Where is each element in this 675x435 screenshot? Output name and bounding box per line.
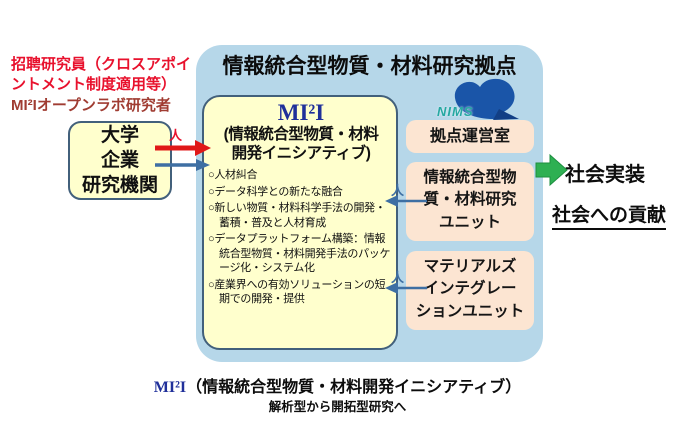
bottom-caption-line2: 解析型から開拓型研究へ [268, 400, 407, 414]
mi2i-subtitle-line2: 開発イニシアティブ) [231, 144, 371, 162]
invited-researchers-annotation: 招聘研究員（クロスアポイ ントメント制度適用等） MI²Iオープンラボ研究者 [11, 55, 213, 116]
mi2i-initiative-box: MI²I (情報統合型物質・材料 開発イニシアティブ) ○人材糾合 ○データ科学… [202, 95, 398, 350]
person-marker-unit2: 人 [391, 183, 405, 198]
hub-title: 情報統合型物質・材料研究拠点 [222, 55, 517, 78]
university-label: 大学 [100, 124, 139, 146]
external-organizations-box: 大学 企業 研究機関 [68, 121, 172, 200]
bottom-caption-line1: MI²I（情報統合型物質・材料開発イニシアティブ） [0, 373, 675, 397]
mi2i-bullet-4: ○データプラットフォーム構築：情報統合型物質・材料開発手法のパッケージ化・システ… [208, 233, 391, 275]
mi2i-activity-list: ○人材糾合 ○データ科学との新たな融合 ○新しい物質・材料科学手法の開発・蓄積・… [208, 168, 394, 307]
social-implementation-label: 社会実装 [565, 164, 645, 186]
invited-researchers-line2: ントメント制度適用等） [11, 76, 177, 94]
integrated-materials-research-unit-box: 情報統合型物 質・材料研究 ユニット [406, 162, 534, 241]
unit1-line1: 拠点運営室 [429, 128, 510, 145]
materials-integration-unit-box: マテリアルズ インテグレー ションユニット [406, 251, 534, 330]
unit3-line1: マテリアルズ [423, 258, 517, 275]
nims-logo-shape-accent [493, 109, 519, 120]
mi2i-bullet-2: ○データ科学との新たな融合 [208, 185, 343, 198]
unit3-line2: インテグレー [423, 280, 517, 298]
unit3-line3: ションユニット [415, 302, 525, 320]
unit2-line2: 質・材料研究 [423, 191, 517, 209]
nims-logo-icon [454, 78, 519, 120]
mi2i-subtitle-line1: (情報統合型物質・材料 [223, 126, 379, 144]
unit2-line1: 情報統合型物 [423, 169, 517, 186]
open-lab-researchers-label: MI²Iオープンラボ研究者 [11, 96, 171, 114]
nims-logo-text: NIMS [437, 104, 474, 119]
industry-label: 企業 [100, 149, 139, 171]
mi2i-bullet-5: ○産業界への有効ソリューションの短期での開発・提供 [208, 278, 386, 306]
mi2i-bullet-1: ○人材糾合 [208, 169, 258, 181]
caption-mi2i-fullname: （情報統合型物質・材料開発イニシアティブ） [186, 379, 522, 396]
invited-researchers-line1: 招聘研究員（クロスアポイ [11, 56, 192, 73]
research-institution-label: 研究機関 [81, 175, 158, 197]
person-marker-unit3: 人 [391, 270, 405, 285]
hub-operations-office-box: 拠点運営室 [406, 120, 534, 153]
caption-mi2i-acronym: MI²I [153, 379, 187, 396]
person-marker-left: 人 [169, 128, 183, 143]
unit2-line3: ユニット [438, 213, 501, 231]
social-contribution-label: 社会への貢献 [552, 200, 667, 230]
mi2i-title: MI²I [277, 100, 325, 125]
mi2i-bullet-3: ○新しい物質・材料科学手法の開発・蓄積・普及と人材育成 [208, 202, 386, 229]
nims-logo-shape [454, 78, 517, 119]
